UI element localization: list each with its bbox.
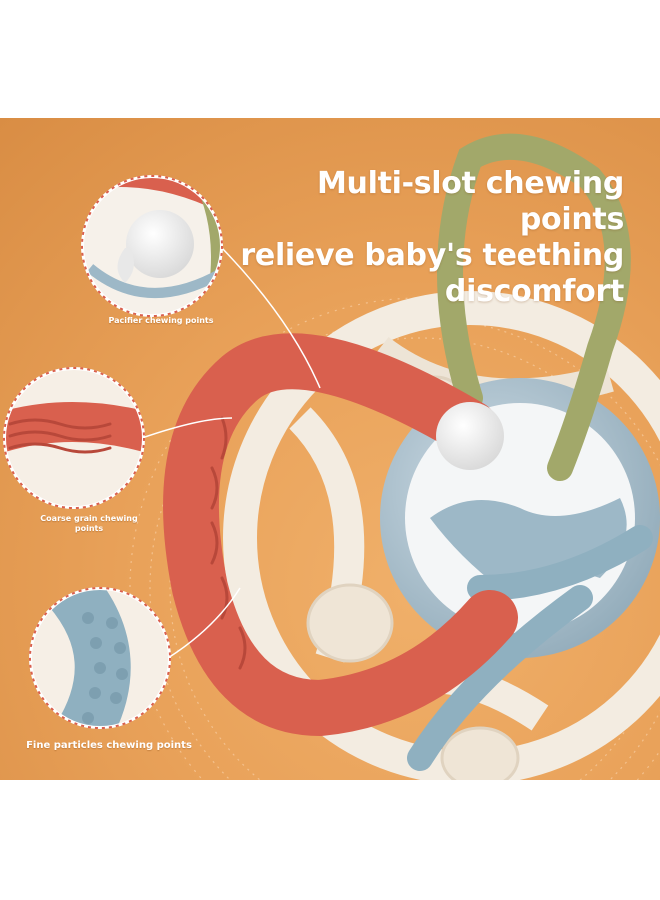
teether-ball-illustration [3, 133, 660, 780]
headline-line-3: discomfort [444, 274, 624, 309]
headline: Multi-slot chewing points relieve baby's… [204, 166, 624, 310]
caption-coarse-line-2: points [74, 524, 104, 533]
headline-line-2: relieve baby's teething [240, 238, 624, 273]
decorative-arcs [129, 297, 660, 780]
green-arch [437, 133, 631, 481]
pacifier-ball [436, 402, 504, 470]
callout-circle-pacifier [81, 175, 223, 317]
callout-circle-fine [29, 587, 171, 729]
caption-coarse-line-1: Coarse grain chewing [40, 514, 138, 523]
callout-circle-coarse [3, 367, 145, 509]
caption-pacifier: Pacifier chewing points [108, 316, 214, 325]
headline-line-1: Multi-slot chewing points [316, 166, 624, 237]
blue-hub [380, 378, 660, 771]
product-image-panel: Multi-slot chewing points relieve baby's… [0, 118, 660, 780]
red-horseshoe [163, 333, 518, 737]
caption-fine: Fine particles chewing points [26, 740, 192, 751]
caption-coarse: Coarse grain chewing points [14, 514, 164, 534]
callout-lines [141, 245, 321, 659]
